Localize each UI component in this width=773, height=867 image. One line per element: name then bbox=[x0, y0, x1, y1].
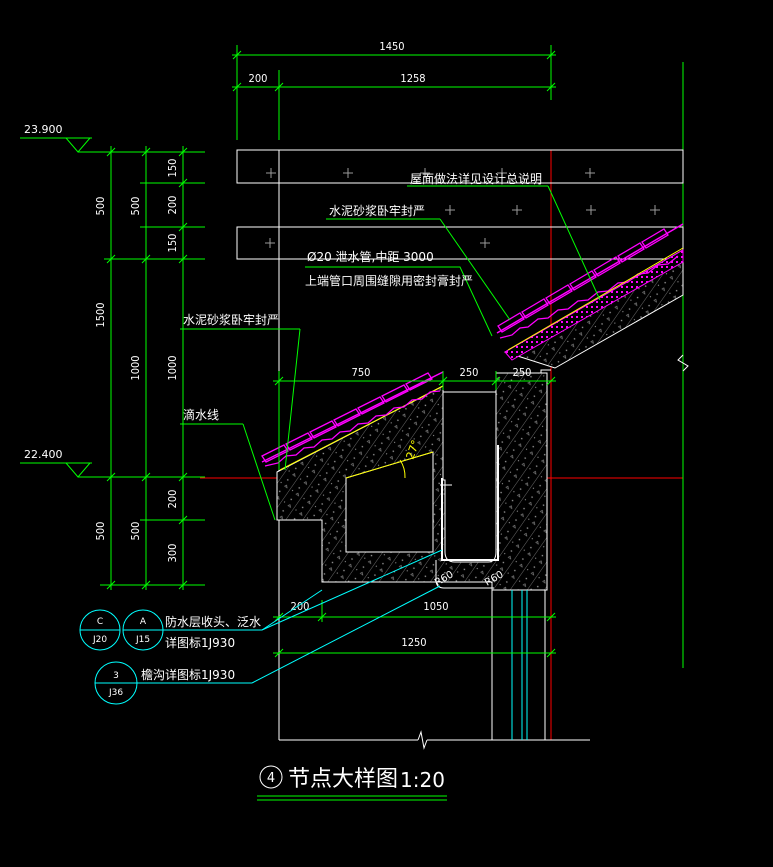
gutter-dim-a: 750 bbox=[352, 366, 371, 379]
gutter-drain-pipes bbox=[511, 590, 528, 740]
gutter-body bbox=[276, 369, 551, 591]
vdim-inner-3: 150 bbox=[166, 234, 179, 253]
title-underline bbox=[257, 795, 447, 801]
vdim-outer-3: 500 bbox=[94, 522, 107, 541]
dim-right-width: 1258 bbox=[400, 72, 425, 85]
vertical-dimension-lines bbox=[100, 146, 205, 590]
note-mortar-top: 水泥砂浆卧牢封严 bbox=[329, 203, 425, 218]
bottom-dim-b: 1050 bbox=[423, 600, 448, 613]
gutter-dim-b: 250 bbox=[460, 366, 479, 379]
callout-a-top: A bbox=[140, 617, 147, 627]
level-lower-label: 22.400 bbox=[24, 448, 63, 461]
gutter-dimension-lines bbox=[273, 371, 556, 658]
note-waterproof: 防水层收头、泛水 bbox=[165, 614, 261, 629]
top-dimension-lines bbox=[232, 45, 684, 668]
vdim-outer-1: 500 bbox=[94, 197, 107, 216]
gutter-roof-tiles bbox=[261, 372, 433, 463]
callout-3-bottom: J36 bbox=[108, 688, 123, 698]
note-gutter-ref: 檐沟详图标1J930 bbox=[141, 667, 235, 682]
vdim-middle-3: 500 bbox=[129, 522, 142, 541]
vdim-inner-1: 150 bbox=[166, 159, 179, 178]
wall-and-slabs bbox=[236, 149, 689, 750]
dim-left-width: 200 bbox=[249, 72, 268, 85]
note-pipe-seal: 上端管口周围缝隙用密封膏封严 bbox=[305, 273, 473, 288]
vdim-middle-2: 1000 bbox=[129, 355, 142, 380]
level-mark-upper bbox=[20, 137, 205, 153]
callout-bubble-a bbox=[122, 609, 164, 651]
slab-reinforcement-marks bbox=[265, 168, 660, 248]
drawing-title: 节点大样图 bbox=[288, 767, 398, 792]
vdim-inner-6: 300 bbox=[166, 544, 179, 563]
gutter-dim-c: 250 bbox=[513, 366, 532, 379]
note-drip-line: 滴水线 bbox=[183, 407, 219, 422]
main-roof-tiles bbox=[497, 228, 669, 333]
bottom-dim-overall: 1250 bbox=[401, 636, 426, 649]
level-mark-lower bbox=[20, 462, 205, 478]
dim-overall-width: 1450 bbox=[379, 40, 404, 53]
level-upper-label: 23.900 bbox=[24, 123, 63, 136]
slope-angle-label: 27° bbox=[404, 438, 423, 461]
vdim-inner-5: 200 bbox=[166, 490, 179, 509]
title-number: 4 bbox=[267, 771, 275, 786]
drawing-scale: 1:20 bbox=[400, 768, 445, 792]
note-roof-practice: 屋面做法详见设计总说明 bbox=[410, 171, 542, 186]
callout-bubble-3 bbox=[94, 661, 138, 705]
callout-leaders bbox=[137, 549, 443, 684]
note-pipe-spec: Ø20 泄水管,中距 3000 bbox=[307, 249, 434, 264]
bottom-dim-a: 200 bbox=[291, 600, 310, 613]
note-waterproof-ref: 详图标1J930 bbox=[165, 635, 235, 650]
callout-c-bottom: J20 bbox=[92, 635, 107, 645]
note-mortar-left: 水泥砂浆卧牢封严 bbox=[183, 312, 279, 327]
callout-bubble-c bbox=[79, 609, 121, 651]
vdim-outer-2: 1500 bbox=[94, 302, 107, 327]
callout-a-bottom: J15 bbox=[135, 635, 150, 645]
vdim-inner-4: 1000 bbox=[166, 355, 179, 380]
title-number-circle bbox=[259, 765, 283, 789]
callout-c-top: C bbox=[97, 617, 103, 627]
vdim-middle-1: 500 bbox=[129, 197, 142, 216]
note-leaders bbox=[180, 185, 601, 521]
main-roof-slab bbox=[496, 223, 684, 369]
gutter-roof bbox=[261, 371, 444, 479]
vdim-inner-2: 200 bbox=[166, 196, 179, 215]
callout-3-top: 3 bbox=[113, 671, 119, 681]
